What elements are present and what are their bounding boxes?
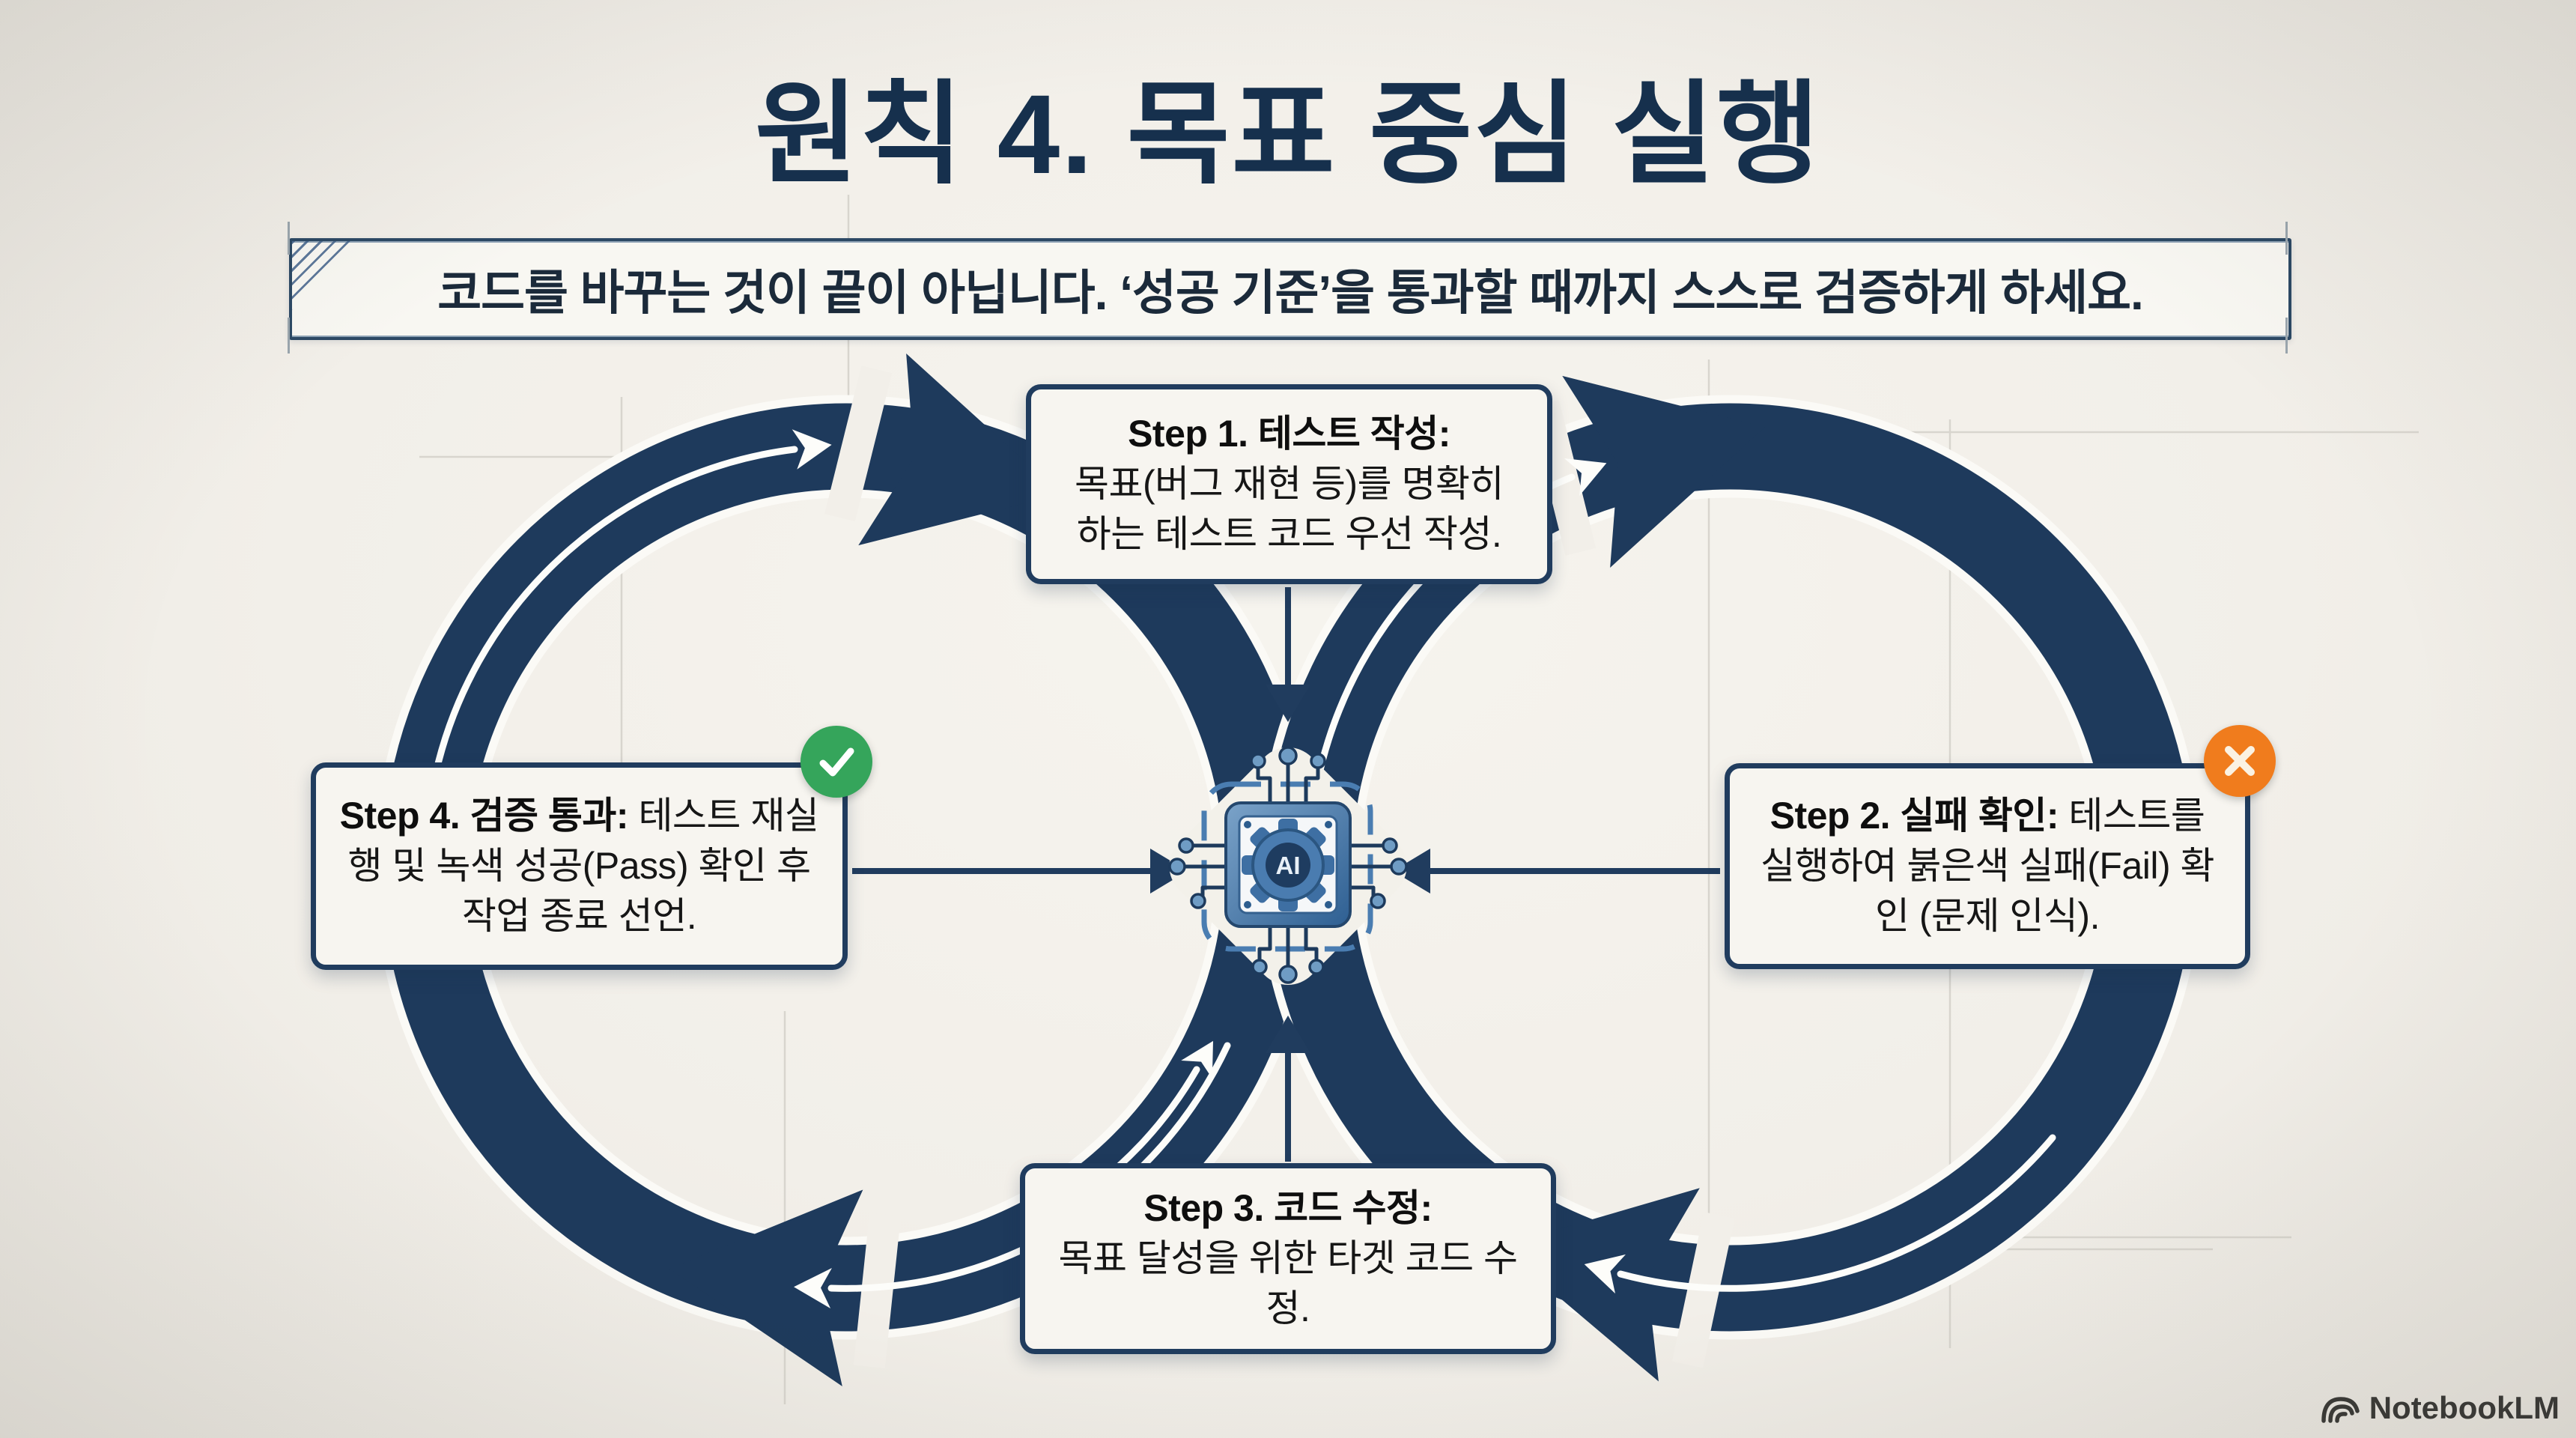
loop-arrowhead-top-left	[824, 354, 1061, 546]
subtitle-text: 코드를 바꾸는 것이 끝이 아닙니다. ‘성공 기준’을 통과할 때까지 스스로…	[437, 266, 2144, 320]
connector-arrows	[852, 587, 1720, 1162]
page-title: 원칙 4. 목표 중심 실행	[755, 71, 1821, 197]
banner-corner-tick	[288, 318, 290, 354]
flow-arrow-tips	[792, 429, 1626, 1308]
chip-label: AI	[1276, 852, 1301, 879]
step-1-box: Step 1. 테스트 작성: 목표(버그 재현 등)를 명확히 하는 테스트 …	[1026, 384, 1552, 584]
banner-corner-tick	[288, 222, 290, 255]
step-1-title: Step 1. 테스트 작성:	[1128, 413, 1450, 455]
step-2-title: Step 2. 실패 확인:	[1770, 795, 2059, 837]
step-2-box: Step 2. 실패 확인: 테스트를 실행하여 붉은색 실패(Fail) 확인…	[1725, 763, 2250, 969]
step-4-body: 테스트 재실행 및 녹색 성공(Pass) 확인 후 작업 종료 선언.	[347, 795, 819, 937]
loop-arrowhead-bottom-left	[669, 1189, 901, 1387]
step-3-body: 목표 달성을 위한 타겟 코드 수정.	[1058, 1237, 1518, 1329]
step-3-title: Step 3. 코드 수정:	[1143, 1187, 1433, 1229]
watermark-label: NotebookLM	[2369, 1390, 2560, 1425]
step-4-box: Step 4. 검증 통과: 테스트 재실행 및 녹색 성공(Pass) 확인 …	[311, 762, 848, 970]
ai-chip-icon: AI	[1168, 747, 1408, 985]
fail-x-icon	[2204, 725, 2276, 797]
notebooklm-logo-icon	[2321, 1397, 2360, 1423]
pass-check-icon	[801, 726, 872, 798]
step-3-box: Step 3. 코드 수정: 목표 달성을 위한 타겟 코드 수정.	[1020, 1163, 1556, 1354]
banner-corner-tick	[2285, 318, 2288, 354]
gear-icon: AI	[1242, 819, 1334, 911]
step-1-body: 목표(버그 재현 등)를 명확히 하는 테스트 코드 우선 작성.	[1075, 463, 1504, 555]
step-4-title: Step 4. 검증 통과:	[339, 795, 629, 837]
banner-corner-tick	[2285, 222, 2288, 255]
subtitle-banner: 코드를 바꾸는 것이 끝이 아닙니다. ‘성공 기준’을 통과할 때까지 스스로…	[289, 238, 2291, 340]
notebooklm-watermark: NotebookLM	[2318, 1390, 2560, 1426]
step-2-body: 테스트를 실행하여 붉은색 실패(Fail) 확인 (문제 인식).	[1760, 795, 2215, 937]
